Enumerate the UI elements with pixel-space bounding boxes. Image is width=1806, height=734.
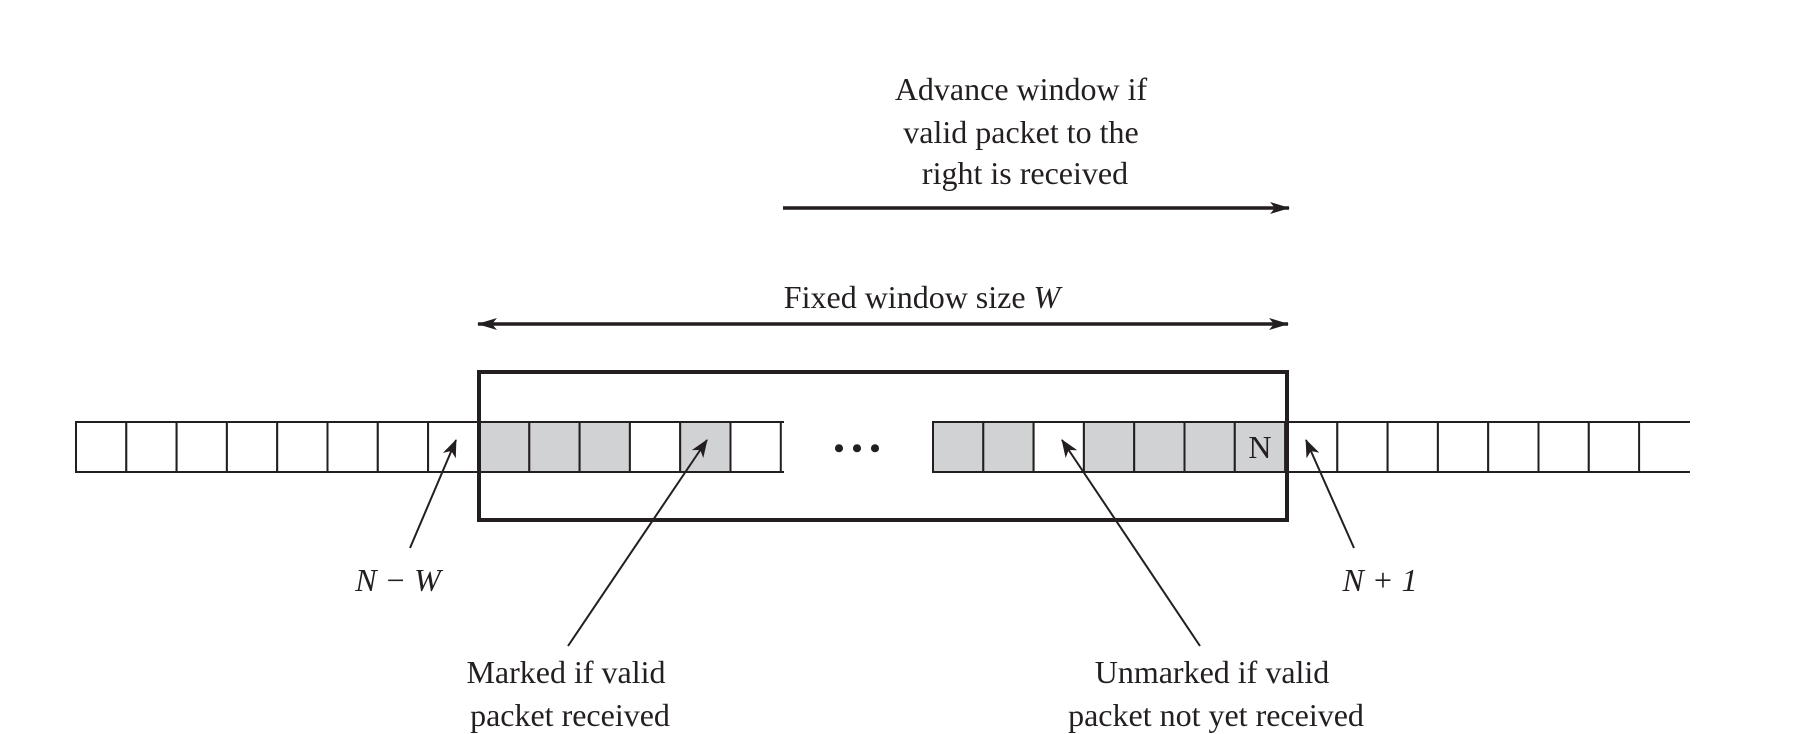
advance-caption-line-1: Advance window if [895, 71, 1148, 107]
unmarked-pointer [1061, 439, 1201, 647]
ellipsis: • • • [834, 432, 881, 465]
unmarked-caption: Unmarked if valid packet not yet receive… [1068, 654, 1364, 733]
unmarked-caption-line-2: packet not yet received [1068, 697, 1364, 733]
packet-cell-marked [679, 421, 732, 473]
advance-caption-line-2: valid packet to the [903, 114, 1138, 150]
packet-cell [75, 421, 128, 473]
unmarked-caption-line-1: Unmarked if valid [1095, 654, 1330, 690]
packet-cell-marked [1183, 421, 1236, 473]
packet-cell [376, 421, 430, 473]
packet-cell-marked [478, 421, 531, 473]
packet-cell-marked [932, 421, 985, 473]
window-size-var: W [1034, 279, 1064, 315]
marked-caption-line-1: Marked if valid [466, 654, 665, 690]
n-plus-1-label: N + 1 [1342, 562, 1418, 598]
window-size-label: Fixed window size W [784, 279, 1064, 315]
marked-caption: Marked if valid packet received [466, 654, 673, 733]
packet-cell [125, 421, 178, 473]
packet-cell [1032, 421, 1085, 473]
packet-cell [729, 421, 782, 473]
packet-cell-marked [1082, 421, 1136, 473]
n-minus-w-pointer [409, 439, 457, 549]
receive-window-frame [477, 370, 1289, 522]
packet-cell-marked [982, 421, 1035, 473]
packet-cell [1436, 421, 1490, 473]
ellipsis-gap [784, 418, 932, 476]
packet-cell [1386, 421, 1439, 473]
packet-cell-marked [1233, 421, 1287, 473]
marked-pointer [567, 439, 708, 647]
packet-cell [628, 421, 682, 473]
packet-cell-marked [1133, 421, 1186, 473]
window-size-text: Fixed window size [784, 279, 1034, 315]
n-plus-1-pointer [1305, 439, 1355, 549]
packet-cell [326, 421, 379, 473]
packet-cell-marked [578, 421, 631, 473]
marked-caption-line-2: packet received [470, 697, 670, 733]
packet-cell [175, 421, 228, 473]
packet-cell [1286, 421, 1339, 473]
packet-cell [276, 421, 329, 473]
packet-cell [1587, 421, 1641, 473]
sequence-cells: N [75, 421, 1641, 473]
packet-cell [1336, 421, 1389, 473]
packet-cell-marked [528, 421, 581, 473]
n-minus-w-label: N − W [354, 562, 444, 598]
packet-cell [1537, 421, 1590, 473]
advance-caption-line-3: right is received [922, 155, 1128, 191]
packet-cell [1487, 421, 1540, 473]
advance-caption: Advance window if valid packet to the ri… [895, 71, 1155, 191]
packet-cell [225, 421, 279, 473]
packet-cell-label: N [1248, 429, 1271, 465]
